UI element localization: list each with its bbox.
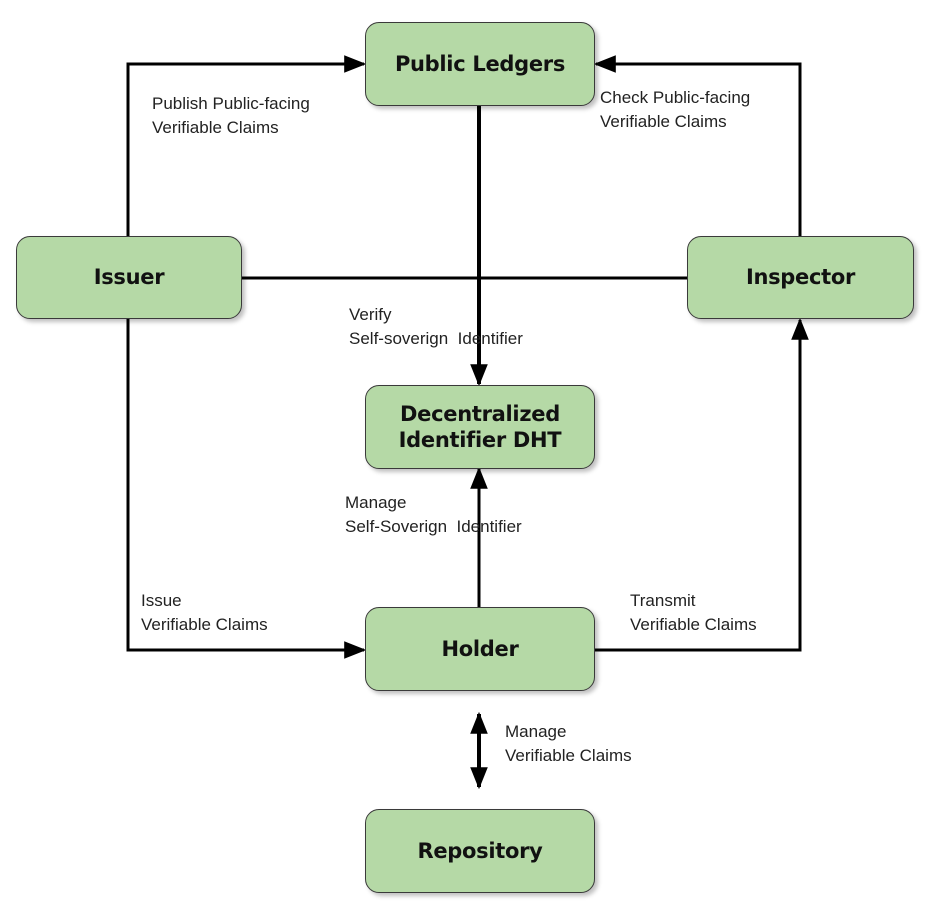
- node-holder[interactable]: Holder: [365, 607, 595, 691]
- label-check-line2: Verifiable Claims: [600, 112, 727, 131]
- node-dht-label-line2: Identifier DHT: [398, 428, 562, 452]
- label-manage-identifier-line2: Self-Soverign Identifier: [345, 517, 522, 536]
- node-issuer[interactable]: Issuer: [16, 236, 242, 319]
- label-check-line1: Check Public-facing: [600, 88, 751, 107]
- label-manage-identifier-line1: Manage: [345, 493, 407, 512]
- label-issue-claims: Issue Verifiable Claims: [141, 589, 268, 637]
- label-manage-claims-line2: Verifiable Claims: [505, 746, 632, 765]
- label-transmit-claims: Transmit Verifiable Claims: [630, 589, 757, 637]
- label-publish-line1: Publish Public-facing: [152, 94, 310, 113]
- node-issuer-label: Issuer: [93, 265, 165, 290]
- edge-holder-to-inspector: [594, 317, 809, 652]
- edge-issuer-to-public-ledgers: [126, 55, 367, 236]
- label-manage-claims: Manage Verifiable Claims: [505, 720, 632, 768]
- node-repository-label: Repository: [417, 838, 543, 863]
- label-transmit-line2: Verifiable Claims: [630, 615, 757, 634]
- label-issue-line2: Verifiable Claims: [141, 615, 268, 634]
- label-issue-line1: Issue: [141, 591, 182, 610]
- edge-inspector-to-public-ledgers: [593, 55, 802, 236]
- label-manage-claims-line1: Manage: [505, 722, 567, 741]
- label-publish-line2: Verifiable Claims: [152, 118, 279, 137]
- label-verify-line2: Self-soverign Identifier: [349, 329, 523, 348]
- node-decentralized-identifier-dht[interactable]: Decentralized Identifier DHT: [365, 385, 595, 469]
- node-public-ledgers-label: Public Ledgers: [394, 51, 566, 76]
- label-transmit-line1: Transmit: [630, 591, 696, 610]
- label-verify-identifier: Verify Self-soverign Identifier: [349, 303, 523, 351]
- node-inspector[interactable]: Inspector: [687, 236, 914, 319]
- node-inspector-label: Inspector: [745, 265, 856, 290]
- label-manage-identifier: Manage Self-Soverign Identifier: [345, 491, 522, 539]
- edge-issuer-to-holder: [126, 319, 367, 659]
- label-publish-claims: Publish Public-facing Verifiable Claims: [152, 92, 310, 140]
- label-check-claims: Check Public-facing Verifiable Claims: [600, 86, 750, 134]
- node-repository[interactable]: Repository: [365, 809, 595, 893]
- label-verify-line1: Verify: [349, 305, 392, 324]
- node-dht-label-line1: Decentralized: [400, 401, 560, 426]
- node-holder-label: Holder: [441, 636, 519, 661]
- node-public-ledgers[interactable]: Public Ledgers: [365, 22, 595, 106]
